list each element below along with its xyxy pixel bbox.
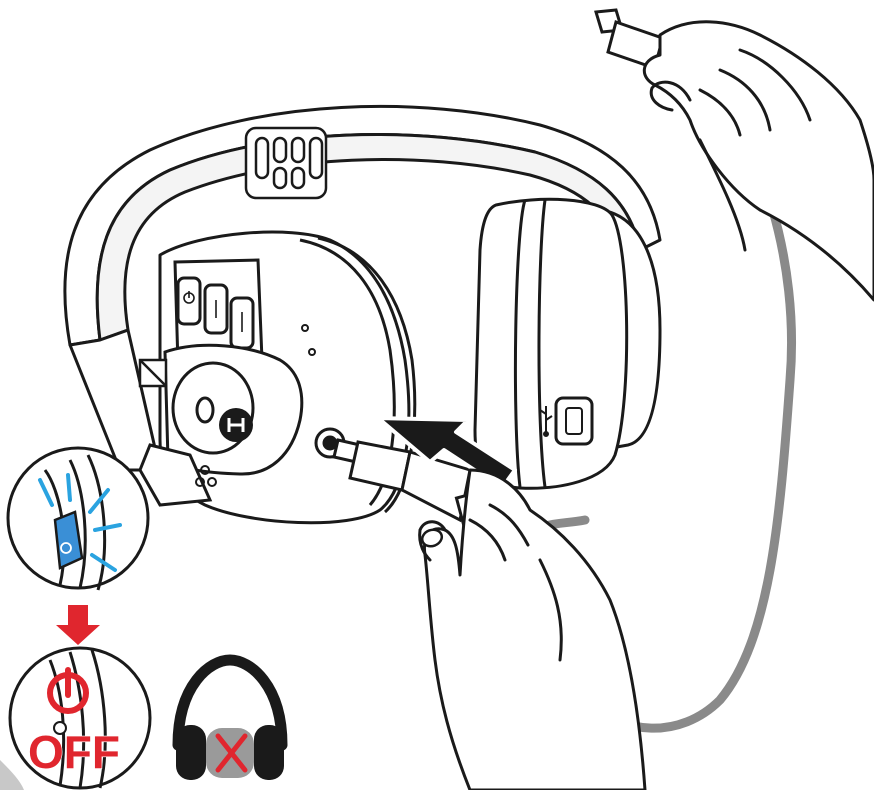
off-label: OFF	[28, 726, 120, 778]
power-zoom-circle	[8, 448, 148, 590]
ps-logo-button	[219, 408, 253, 442]
headphones-disabled-icon	[176, 660, 284, 780]
square-marker-icon	[140, 360, 166, 386]
usb-port	[556, 398, 592, 444]
headband-vents	[246, 128, 326, 198]
upper-hand	[644, 22, 874, 300]
red-down-arrow-icon	[56, 605, 100, 645]
corner-shade	[0, 760, 24, 790]
